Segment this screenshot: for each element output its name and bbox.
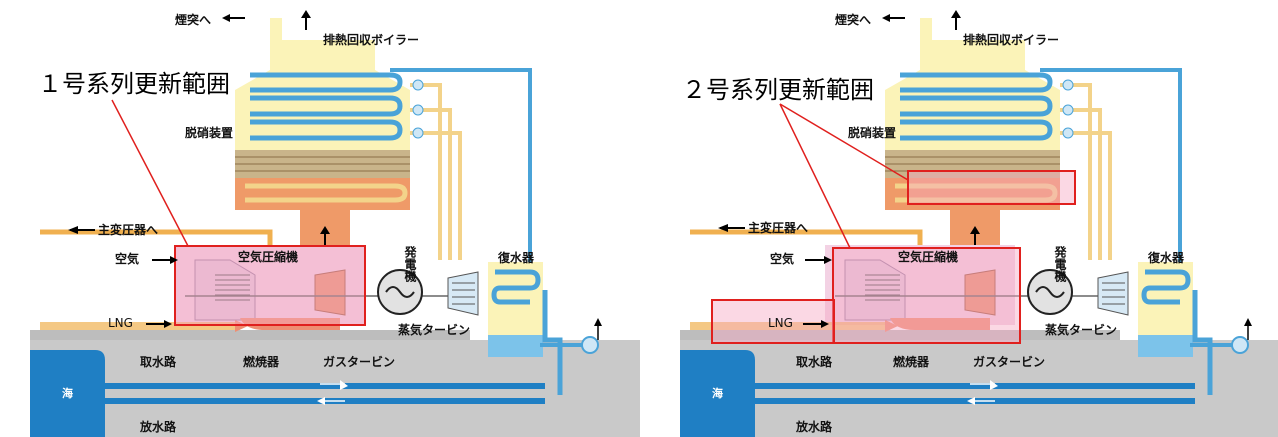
left-update-range-box <box>174 245 366 326</box>
left-callout-line <box>111 99 189 247</box>
left-gas-turbine-label: ガスタービン <box>323 354 395 369</box>
right-generator-label: 発電機 <box>1053 245 1067 283</box>
right-gas-turbine-label: ガスタービン <box>973 354 1045 369</box>
right-sea-label: 海 <box>712 386 723 400</box>
right-panel: ２号系列更新範囲 煙突へ 排熱回収ボイラー 脱硝装置 主変圧器へ 空気 空気圧縮… <box>680 10 1278 437</box>
right-hrsg-label: 排熱回収ボイラー <box>963 32 1059 47</box>
left-compressor-label: 空気圧縮機 <box>238 249 298 264</box>
right-condenser-label: 復水器 <box>1147 250 1185 265</box>
right-chimney-label: 煙突へ <box>835 12 871 27</box>
right-combustor-label: 燃焼器 <box>893 354 930 369</box>
right-update-range-box-lng <box>711 299 835 344</box>
left-hrsg-label: 排熱回収ボイラー <box>323 32 419 47</box>
left-chimney-label: 煙突へ <box>175 12 211 27</box>
left-denox-label: 脱硝装置 <box>185 125 233 140</box>
right-main-transformer-label: 主変圧器へ <box>748 220 808 235</box>
left-condenser-label: 復水器 <box>497 250 535 265</box>
right-air-label: 空気 <box>770 251 794 266</box>
left-discharge-label: 放水路 <box>139 419 177 434</box>
left-steam-turbine-label: 蒸気タービン <box>398 322 470 337</box>
right-update-range-box-hrsg <box>907 170 1076 205</box>
left-intake-label: 取水路 <box>140 354 177 369</box>
right-discharge-label: 放水路 <box>795 419 833 434</box>
right-update-range-box-turbine <box>832 247 1021 344</box>
right-lng-label: LNG <box>768 316 793 330</box>
right-range-label: ２号系列更新範囲 <box>682 76 874 104</box>
left-main-transformer-label: 主変圧器へ <box>98 222 158 237</box>
left-air-label: 空気 <box>115 251 139 266</box>
right-steam-turbine-label: 蒸気タービン <box>1045 322 1117 337</box>
right-callout-line-2 <box>779 103 909 181</box>
right-intake-label: 取水路 <box>796 354 833 369</box>
left-panel: １号系列更新範囲 煙突へ 排熱回収ボイラー 脱硝装置 主変圧器へ 空気 空気圧縮… <box>30 10 640 437</box>
left-combustor-label: 燃焼器 <box>243 354 280 369</box>
right-compressor-label: 空気圧縮機 <box>898 249 958 264</box>
left-generator-label: 発電機 <box>403 245 417 283</box>
left-range-label: １号系列更新範囲 <box>38 70 230 98</box>
left-lng-label: LNG <box>108 316 133 330</box>
left-sea-label: 海 <box>62 386 73 400</box>
right-denox-label: 脱硝装置 <box>848 125 896 140</box>
right-callout-line-1 <box>779 103 851 249</box>
